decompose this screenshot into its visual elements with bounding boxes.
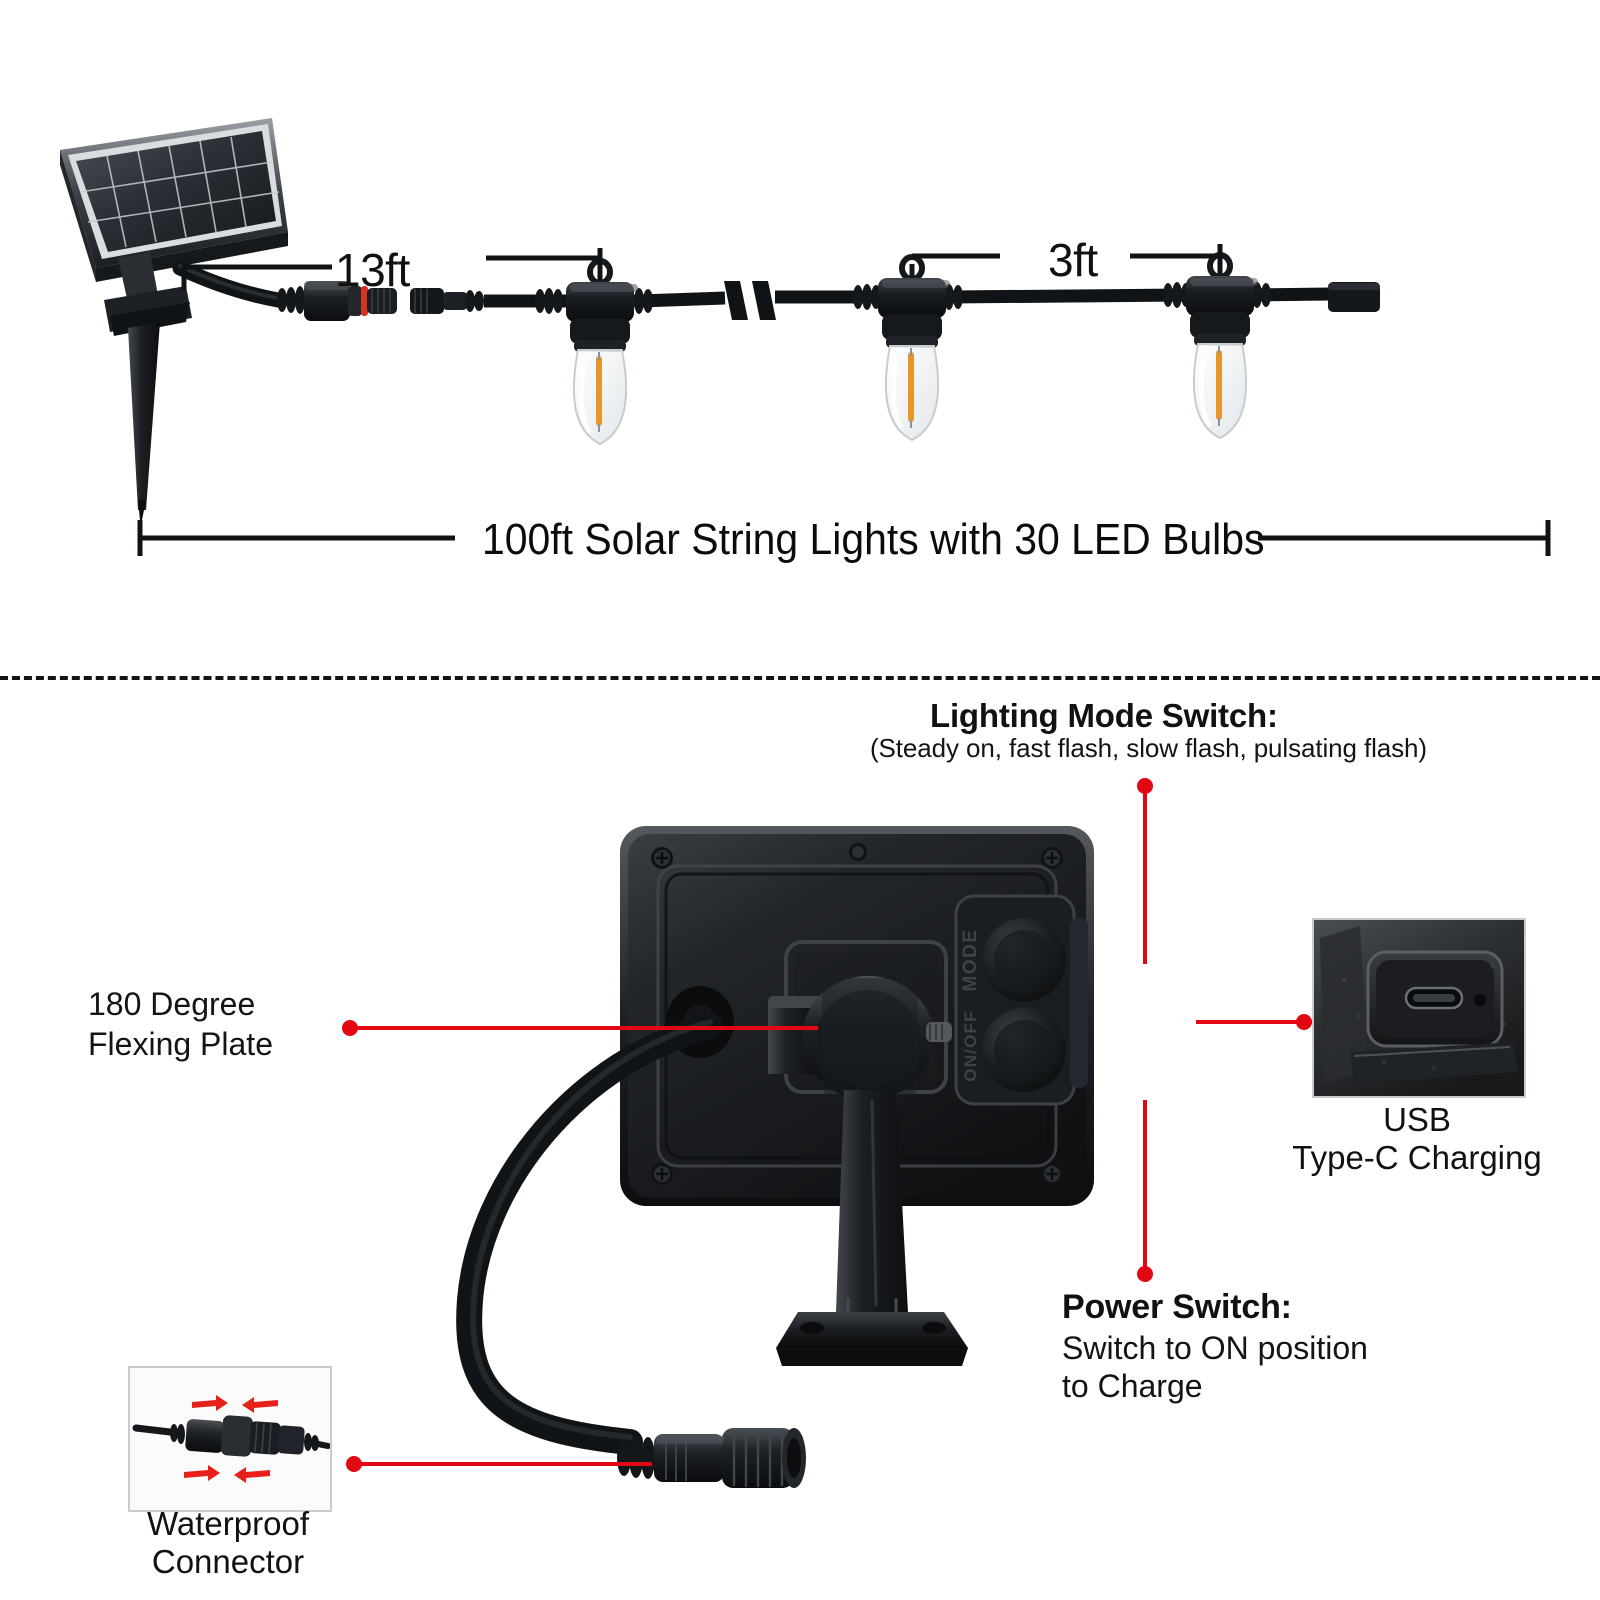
callout-power-switch-title: Power Switch: bbox=[1062, 1288, 1292, 1326]
assembly-arrows-top bbox=[192, 1395, 278, 1413]
solar-panel-back-illustration: MODE ON/OFF bbox=[620, 826, 1094, 1366]
string-cable-seg-4 bbox=[949, 288, 1186, 304]
leader-line-power-switch bbox=[1143, 1100, 1147, 1272]
callout-power-switch-line2: to Charge bbox=[1062, 1368, 1203, 1404]
leader-dot-power-switch bbox=[1137, 1266, 1153, 1282]
solar-panel-graphic bbox=[60, 118, 288, 520]
leader-dot-usb bbox=[1296, 1014, 1312, 1030]
output-cable-illustration bbox=[456, 1013, 723, 1455]
leader-line-lighting-mode bbox=[1143, 792, 1147, 964]
callout-flexing-plate-line2: Flexing Plate bbox=[88, 1026, 273, 1062]
dimension-13ft bbox=[181, 264, 332, 290]
dimension-total-length bbox=[137, 520, 1551, 556]
callout-waterproof-line1: Waterproof bbox=[146, 1505, 309, 1542]
string-cable-seg-2 bbox=[639, 291, 726, 308]
dimension-label-3ft: 3ft bbox=[1048, 234, 1098, 286]
stand-assembly bbox=[776, 1090, 968, 1366]
leader-line-waterproof bbox=[352, 1462, 652, 1466]
control-pad: MODE ON/OFF bbox=[954, 894, 1088, 1106]
bulb-assembly-1 bbox=[535, 258, 653, 446]
power-button-label: ON/OFF bbox=[961, 1010, 980, 1081]
section-divider bbox=[0, 676, 1600, 680]
waterproof-connector-graphic bbox=[277, 281, 484, 321]
housing-screws bbox=[651, 843, 1063, 1185]
callout-usb-line1: USB bbox=[1383, 1101, 1451, 1138]
leader-dot-lighting-mode bbox=[1137, 778, 1153, 794]
waterproof-connector-inset-photo bbox=[128, 1366, 332, 1512]
mode-button-label: MODE bbox=[960, 929, 981, 992]
flexing-plate-hinge bbox=[768, 976, 952, 1100]
callout-usb-line2: Type-C Charging bbox=[1292, 1139, 1542, 1176]
leader-dot-flexing-plate bbox=[342, 1020, 358, 1036]
callout-flexing-plate-line1: 180 Degree bbox=[88, 986, 256, 1022]
callout-power-switch-line1: Switch to ON position bbox=[1062, 1330, 1368, 1366]
dimension-3ft bbox=[912, 244, 1223, 274]
dimension-label-13ft: 13ft bbox=[335, 244, 410, 296]
leader-line-flexing-plate bbox=[348, 1026, 818, 1030]
callout-lighting-mode-subtitle: (Steady on, fast flash, slow flash, puls… bbox=[870, 733, 1427, 763]
cable-break-symbol bbox=[724, 281, 776, 320]
callout-lighting-mode-title: Lighting Mode Switch: bbox=[930, 697, 1278, 734]
cable-end-connector-illustration bbox=[617, 1428, 806, 1488]
bulb-assembly-3 bbox=[1163, 252, 1271, 440]
overview-caption: 100ft Solar String Lights with 30 LED Bu… bbox=[482, 515, 1265, 564]
dimension-spacing-left bbox=[486, 248, 603, 278]
string-lights-overview-illustration bbox=[60, 118, 1551, 556]
assembly-arrows-bottom bbox=[184, 1465, 270, 1483]
leader-line-usb bbox=[1196, 1020, 1312, 1024]
string-end-connector-graphic bbox=[1328, 282, 1380, 312]
usb-type-c-inset-photo bbox=[1312, 918, 1526, 1098]
bulb-assembly-2 bbox=[853, 254, 963, 442]
callout-waterproof-line2: Connector bbox=[151, 1543, 305, 1580]
leader-dot-waterproof bbox=[346, 1456, 362, 1472]
